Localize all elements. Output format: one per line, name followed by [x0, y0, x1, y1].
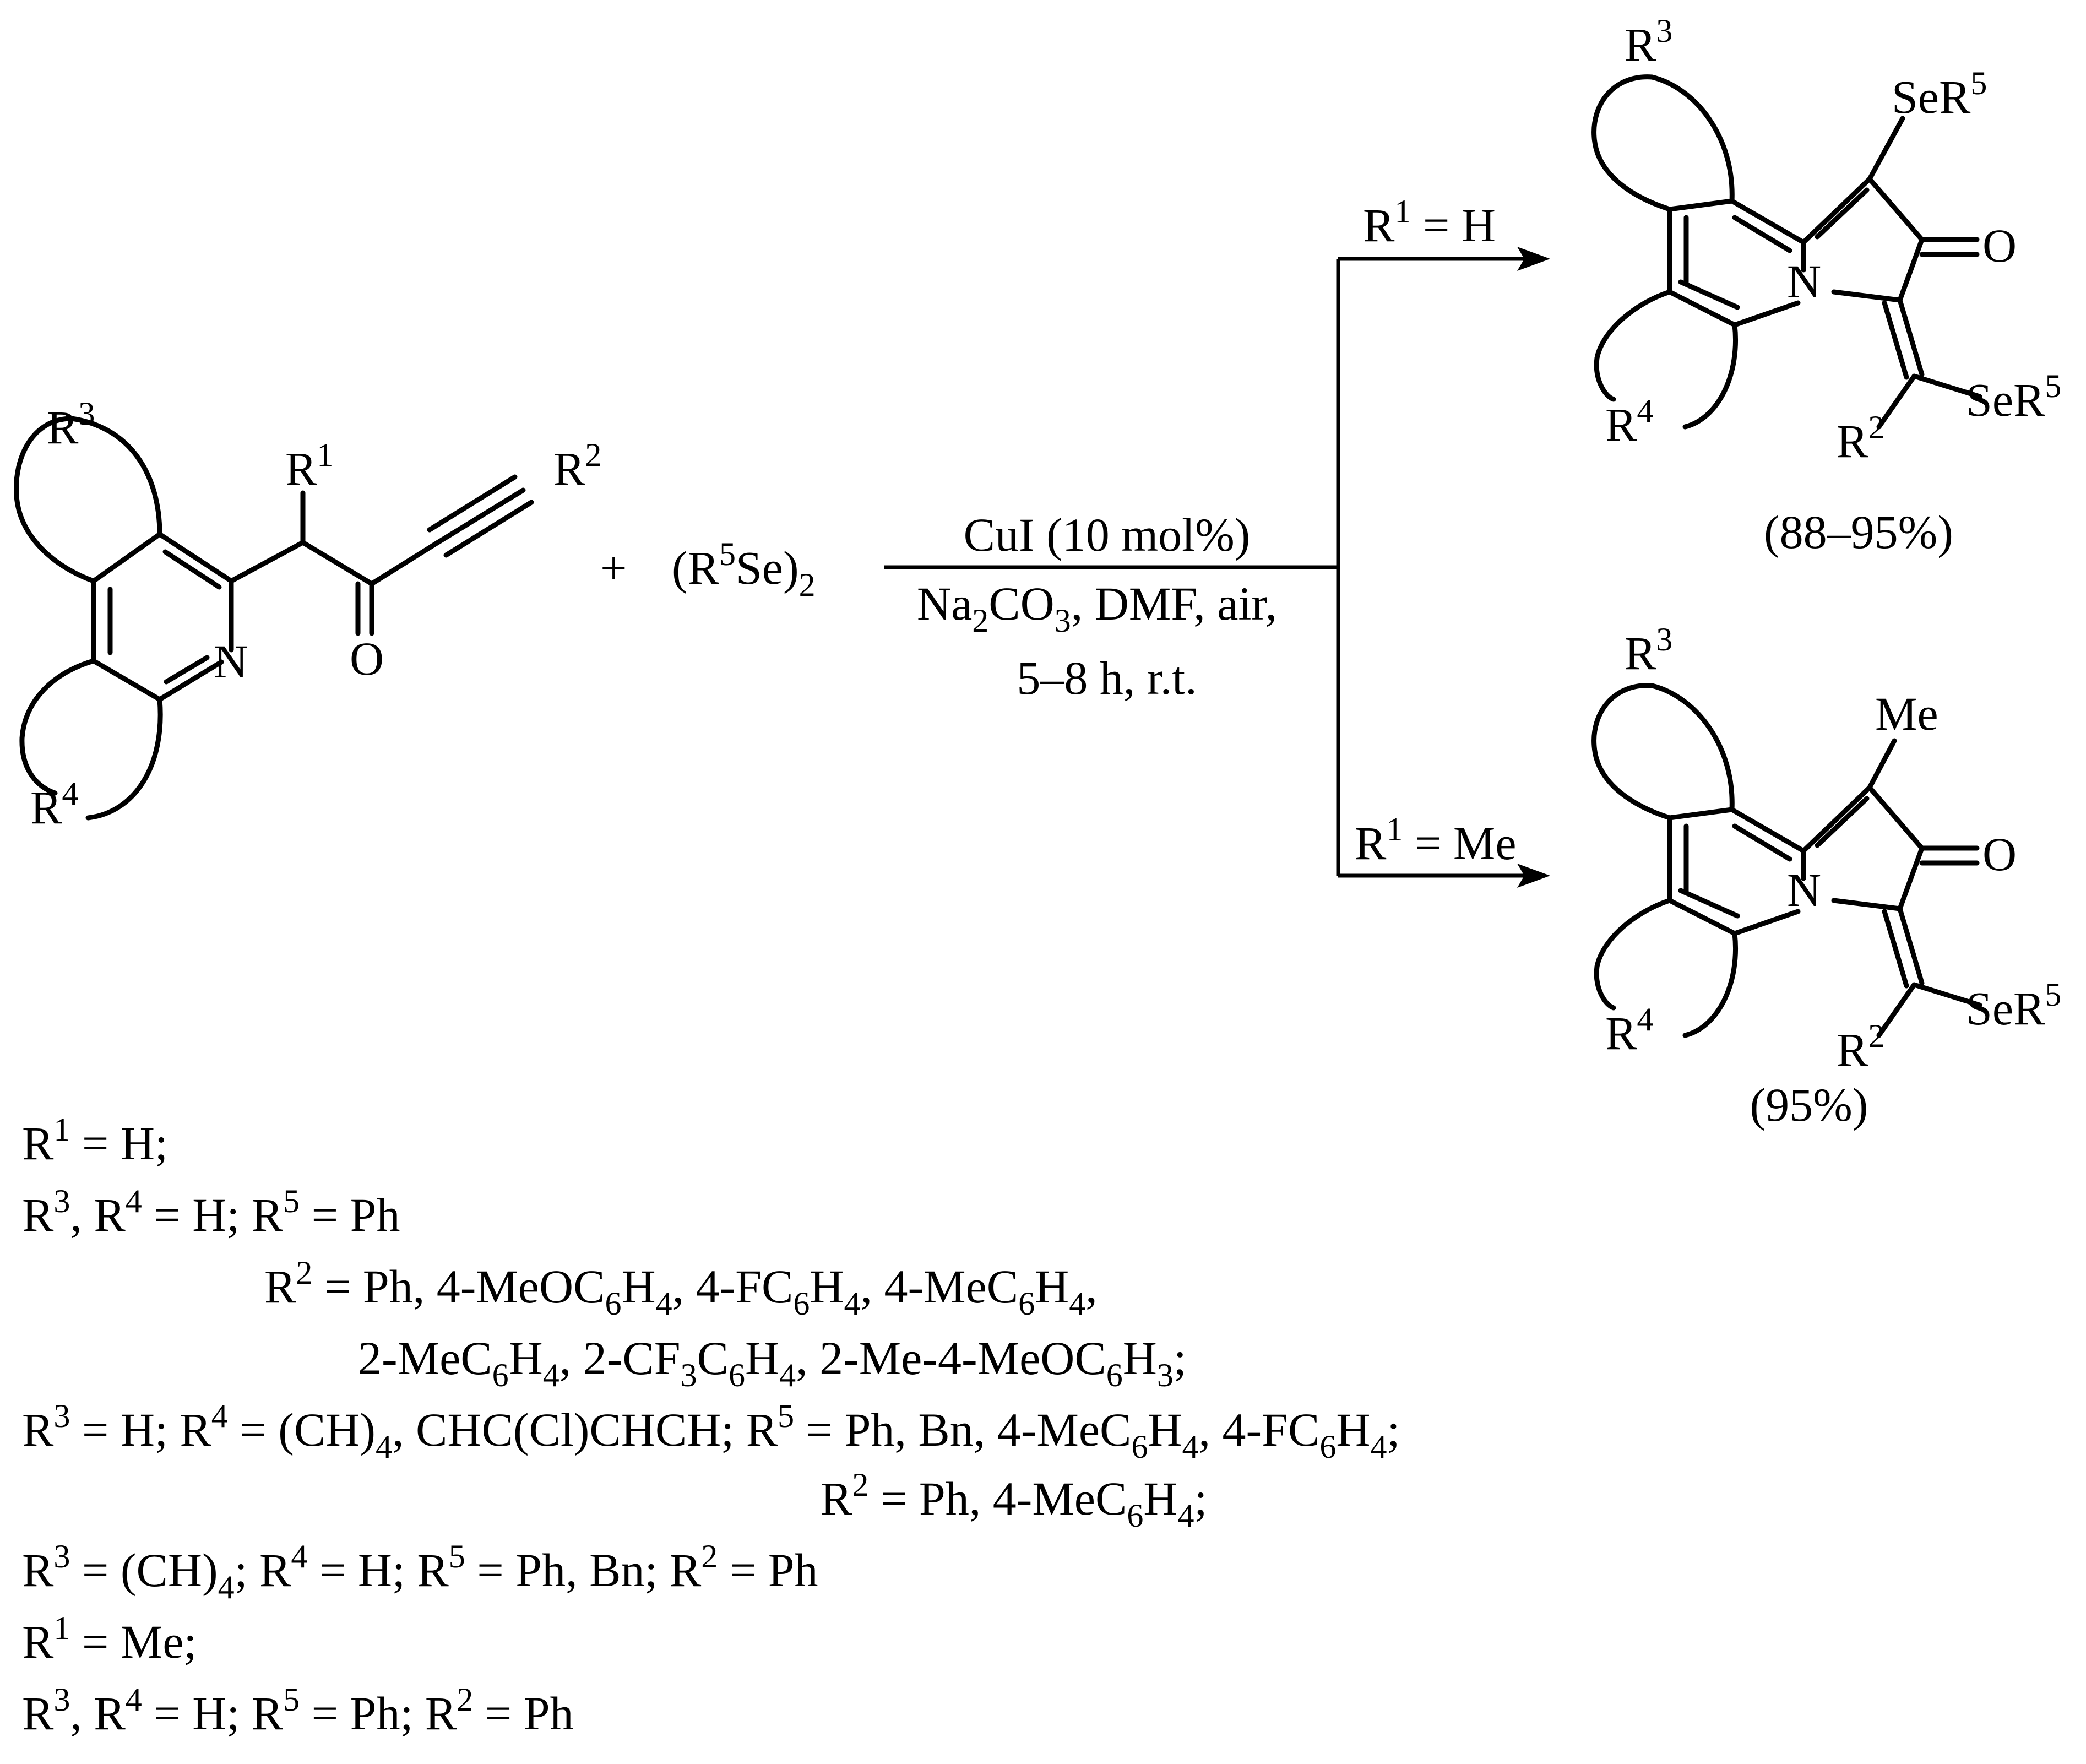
note-line-4: 2-MeC6H4, 2-CF3C6H4, 2-Me-4-MeOC6H3;: [358, 1332, 1187, 1393]
diselenide-reagent: (R5Se)2: [672, 536, 816, 603]
product-bottom-o-label: O: [1982, 828, 2017, 881]
product-top-structure: N O SeR5 SeR5 R2 R3 R4: [1591, 13, 2061, 468]
product-top-se2-label: SeR5: [1966, 368, 2061, 426]
product-top-o-label: O: [1982, 219, 2017, 272]
note-line-9: R3, R4 = H; R5 = Ph; R2 = Ph: [22, 1681, 574, 1740]
product-bottom-exocyclic: [1876, 906, 1982, 1038]
product-bottom-r4-label: R4: [1605, 1001, 1653, 1060]
product-top-r4-label: R4: [1605, 393, 1653, 451]
product-top-ring-double-bonds: [1678, 215, 1792, 310]
reactant-r2-label: R2: [553, 437, 601, 495]
note-line-2: R3, R4 = H; R5 = Ph: [22, 1183, 400, 1241]
reactant-structure: N O R1 R2 R3 R4: [14, 395, 601, 834]
reactant-triple-bond: [427, 474, 534, 558]
product-bottom-structure: N O Me SeR5 R2 R3 R4: [1591, 621, 2061, 1076]
arrowhead-bottom: [1517, 864, 1550, 888]
note-line-6: R2 = Ph, 4-MeC6H4;: [821, 1467, 1207, 1534]
product-bottom-methyl-bond: [1867, 738, 1897, 790]
product-top-se1-label: SeR5: [1892, 65, 1987, 123]
product-top-five-ring-double: [1815, 187, 1870, 240]
note-line-3: R2 = Ph, 4-MeOC6H4, 4-FC6H4, 4-MeC6H4,: [264, 1255, 1098, 1322]
product-bottom-carbonyl: [1919, 845, 1980, 866]
arrowhead-top: [1517, 247, 1550, 271]
note-line-5: R3 = H; R4 = (CH)4, CHC(Cl)CHCH; R5 = Ph…: [22, 1398, 1400, 1465]
product-bottom-methyl-label: Me: [1875, 687, 1938, 740]
product-bottom-r2-label: R2: [1837, 1018, 1884, 1076]
product-top-fused-arcs: [1591, 74, 1738, 430]
conditions-time-temp: 5–8 h, r.t.: [1017, 652, 1197, 704]
product-bottom-fused-arcs: [1591, 683, 1738, 1038]
product-top-r3-label: R3: [1625, 13, 1672, 71]
note-line-8: R1 = Me;: [22, 1610, 197, 1668]
branch-top-condition: R1 = H: [1363, 193, 1496, 252]
product-top-se-bond: [1867, 116, 1905, 182]
product-bottom-ring-double-bonds: [1678, 823, 1792, 919]
product-top-r2-label: R2: [1837, 409, 1884, 468]
reactant-ring-double-bonds: [107, 549, 222, 685]
reactant-n-label: N: [214, 635, 248, 688]
product-bottom-n-label: N: [1787, 864, 1821, 916]
branch-bottom-condition: R1 = Me: [1355, 811, 1517, 870]
product-top-yield: (88–95%): [1764, 506, 1953, 558]
conditions-base-solvent: Na2CO3, DMF, air,: [917, 577, 1277, 639]
product-bottom-yield: (95%): [1750, 1078, 1868, 1131]
product-top-carbonyl: [1919, 237, 1980, 257]
product-bottom-five-ring-double: [1815, 796, 1870, 848]
reactant-ring-bonds: [91, 531, 234, 702]
product-bottom-r3-label: R3: [1625, 621, 1672, 680]
note-line-1: R1 = H;: [22, 1111, 168, 1170]
conditions-catalyst: CuI (10 mol%): [964, 508, 1251, 561]
reactant-r1-label: R1: [285, 437, 333, 495]
product-bottom-se-label: SeR5: [1966, 976, 2061, 1035]
reactant-r3-label: R3: [47, 395, 95, 454]
reaction-arrow: [884, 247, 1550, 888]
product-top-n-label: N: [1787, 255, 1821, 308]
substituent-notes: R1 = H; R3, R4 = H; R5 = Ph R2 = Ph, 4-M…: [22, 1111, 1400, 1740]
reactant-fused-ring-arc-bottom: [19, 658, 163, 821]
plus-sign: +: [600, 541, 627, 594]
reactant-r4-label: R4: [30, 775, 78, 834]
reactant-fused-ring-arc-top: [14, 416, 162, 584]
note-line-7: R3 = (CH)4; R4 = H; R5 = Ph, Bn; R2 = Ph: [22, 1538, 818, 1605]
reactant-side-chain: [229, 490, 441, 636]
reactant-o-label: O: [350, 632, 384, 685]
product-top-exocyclic: [1876, 297, 1982, 430]
